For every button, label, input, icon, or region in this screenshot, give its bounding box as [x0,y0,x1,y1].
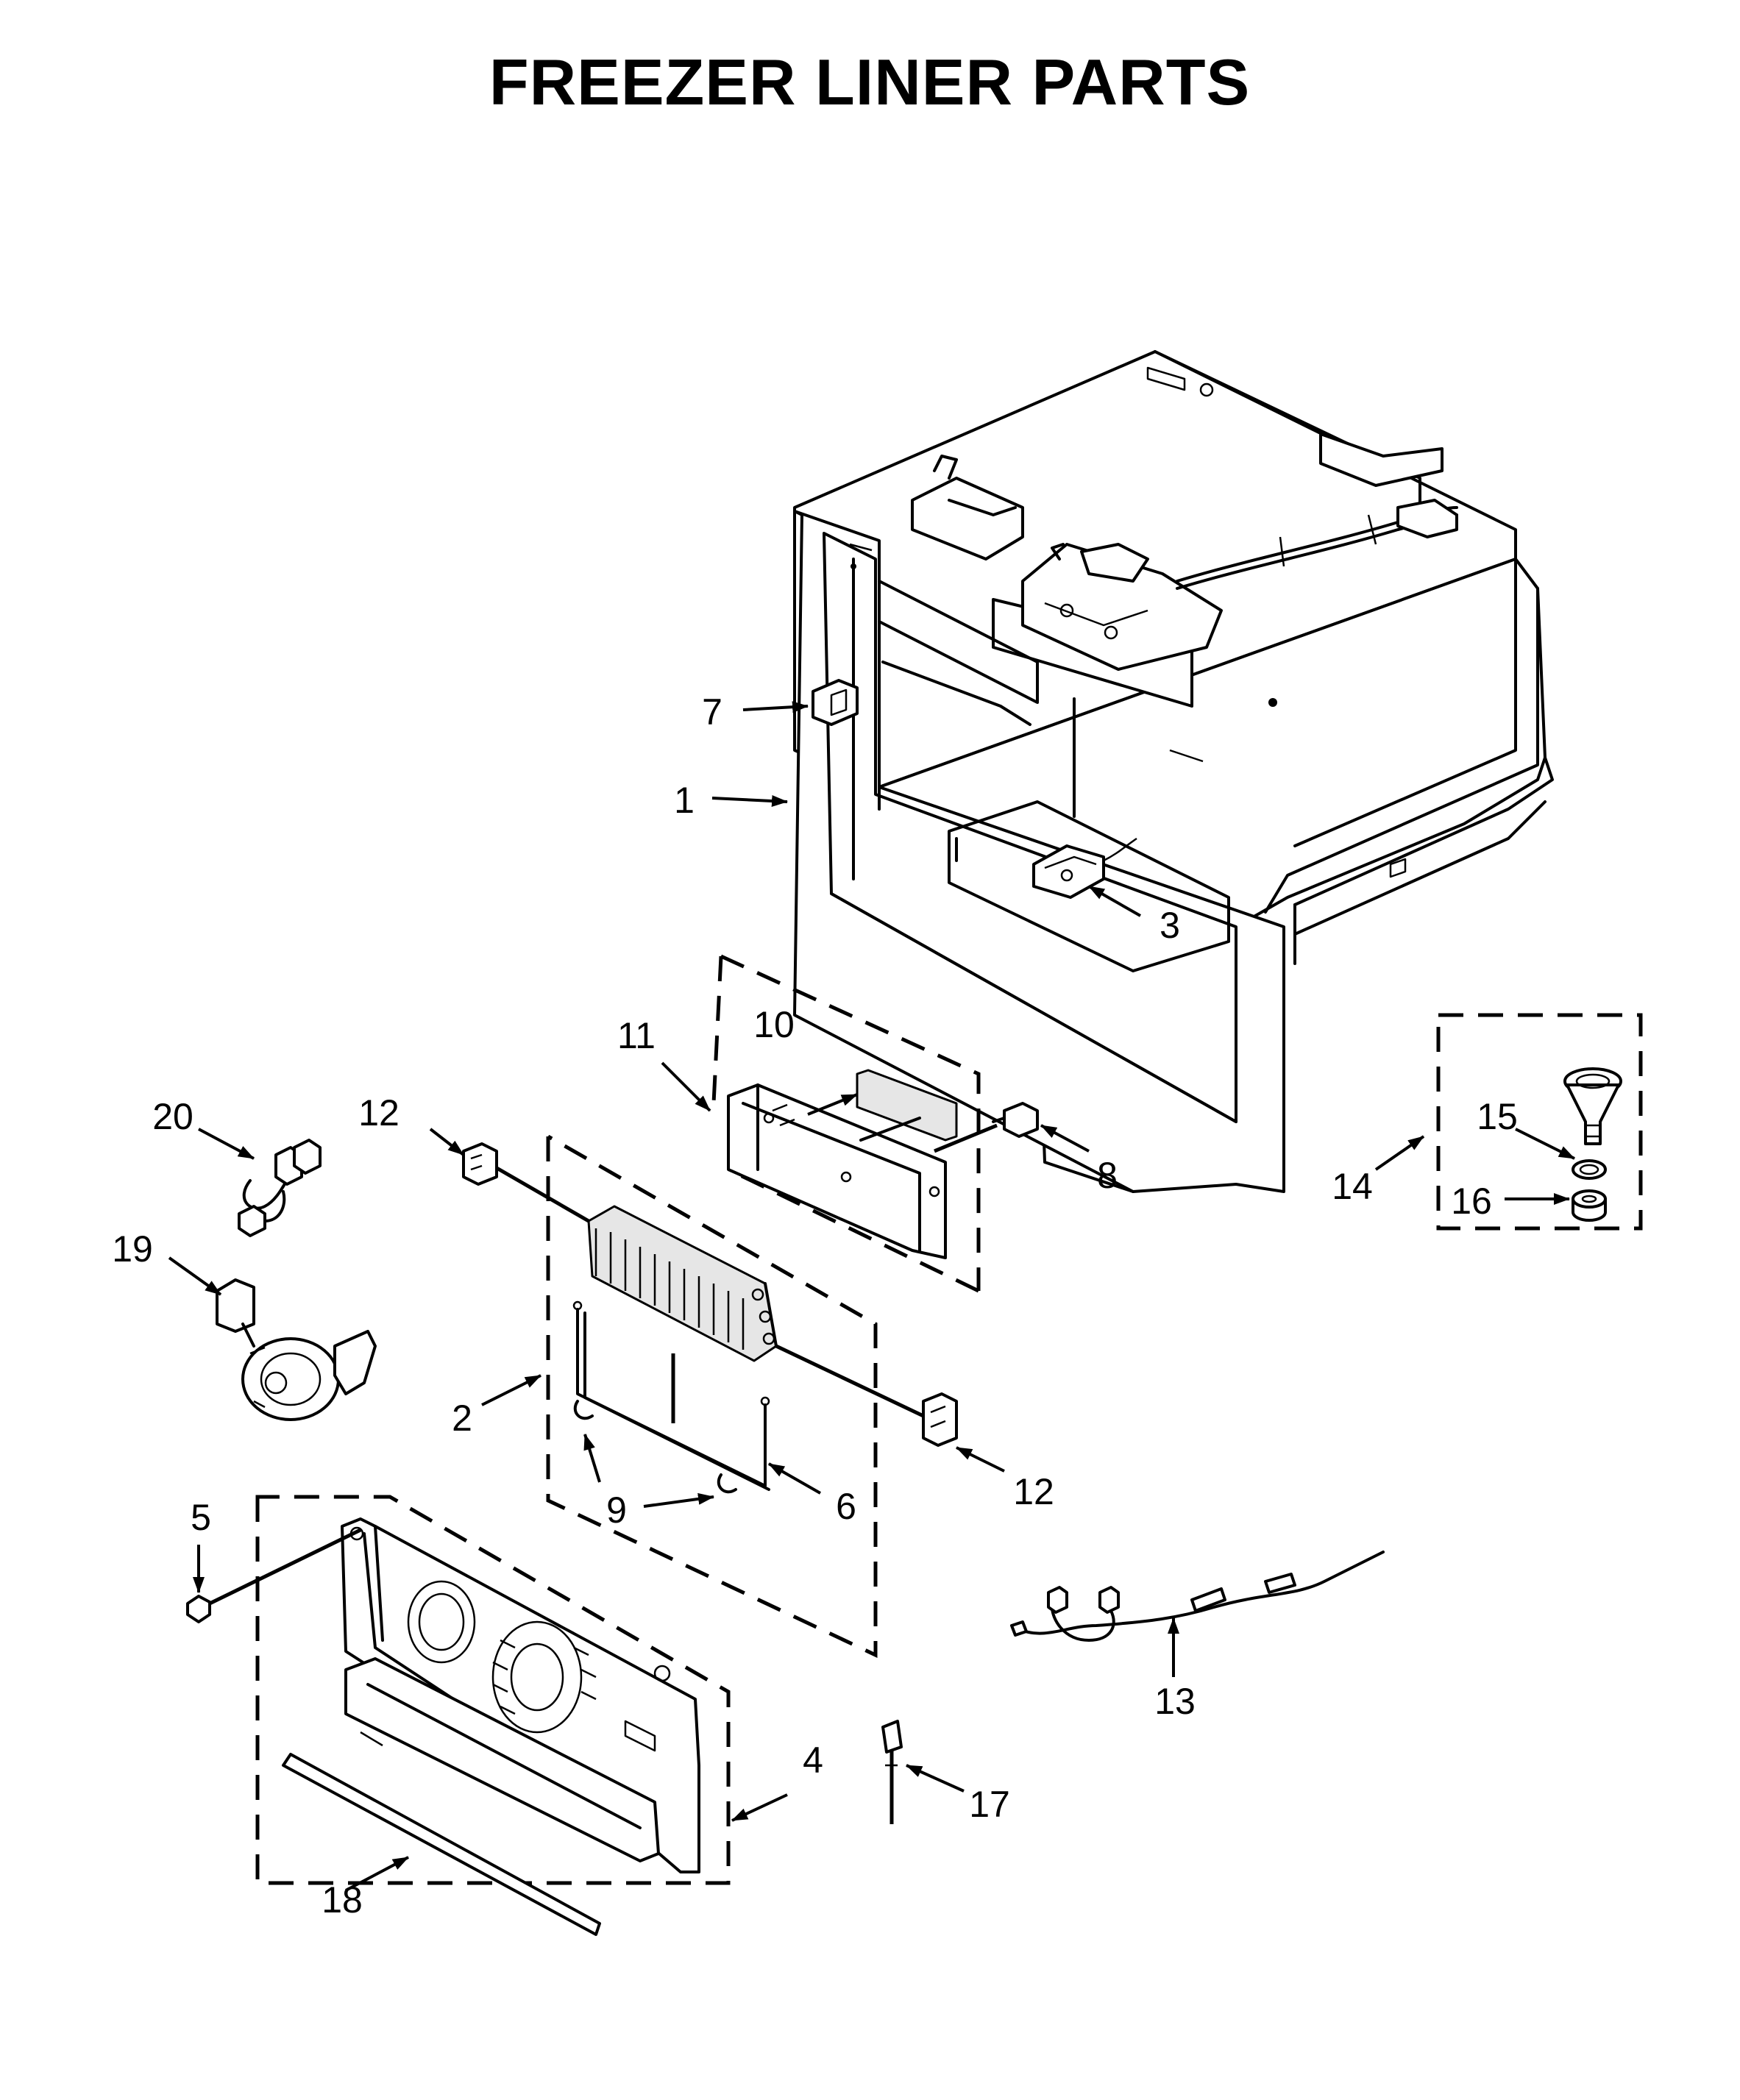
callout-17: 17 [969,1784,1010,1825]
part-19-fan-motor [216,1278,377,1421]
callout-leader-lines [168,701,1575,1892]
callout-14: 14 [1332,1166,1373,1207]
callout-11: 11 [617,1015,656,1056]
part-12-left-bracket [462,1142,498,1186]
callout-7: 7 [702,691,722,733]
part-11-group [711,954,981,1293]
part-8-connector [934,1102,1039,1153]
callout-5: 5 [191,1497,211,1538]
part-4-cover-group [255,1495,731,1885]
callout-15: 15 [1477,1096,1518,1137]
callout-12-right: 12 [1013,1471,1054,1512]
callout-2: 2 [452,1398,472,1439]
part-13-wire-harness [1010,1551,1385,1642]
page-title: FREEZER LINER PARTS [489,46,1250,118]
callout-6: 6 [836,1486,856,1527]
callout-12-left: 12 [358,1092,400,1133]
callout-16: 16 [1451,1181,1492,1222]
callout-10: 10 [753,1004,795,1045]
callout-numbers: 7 1 3 10 11 8 20 12 19 2 9 6 12 5 4 18 1… [112,691,1518,1921]
part-5-screw [186,1528,362,1623]
callout-3: 3 [1160,905,1180,946]
callout-4: 4 [803,1740,823,1781]
callout-9: 9 [606,1489,627,1531]
part-14-drain-group [1436,1013,1643,1231]
freezer-liner [793,350,1554,1193]
callout-18: 18 [322,1879,363,1921]
part-17-thermistor [881,1720,903,1824]
callout-20: 20 [152,1096,193,1137]
callout-19: 19 [112,1228,153,1270]
callout-8: 8 [1097,1155,1118,1196]
part-2-evaporator-group [491,1134,925,1658]
part-7-switch [812,679,859,726]
part-12-right-bracket [922,1392,958,1447]
part-18-gasket [282,1753,601,1936]
callout-13: 13 [1154,1681,1196,1722]
part-10-pad [856,1069,958,1142]
part-3-sensor [1032,837,1137,899]
part-20-harness [238,1139,322,1237]
callout-1: 1 [674,780,695,821]
